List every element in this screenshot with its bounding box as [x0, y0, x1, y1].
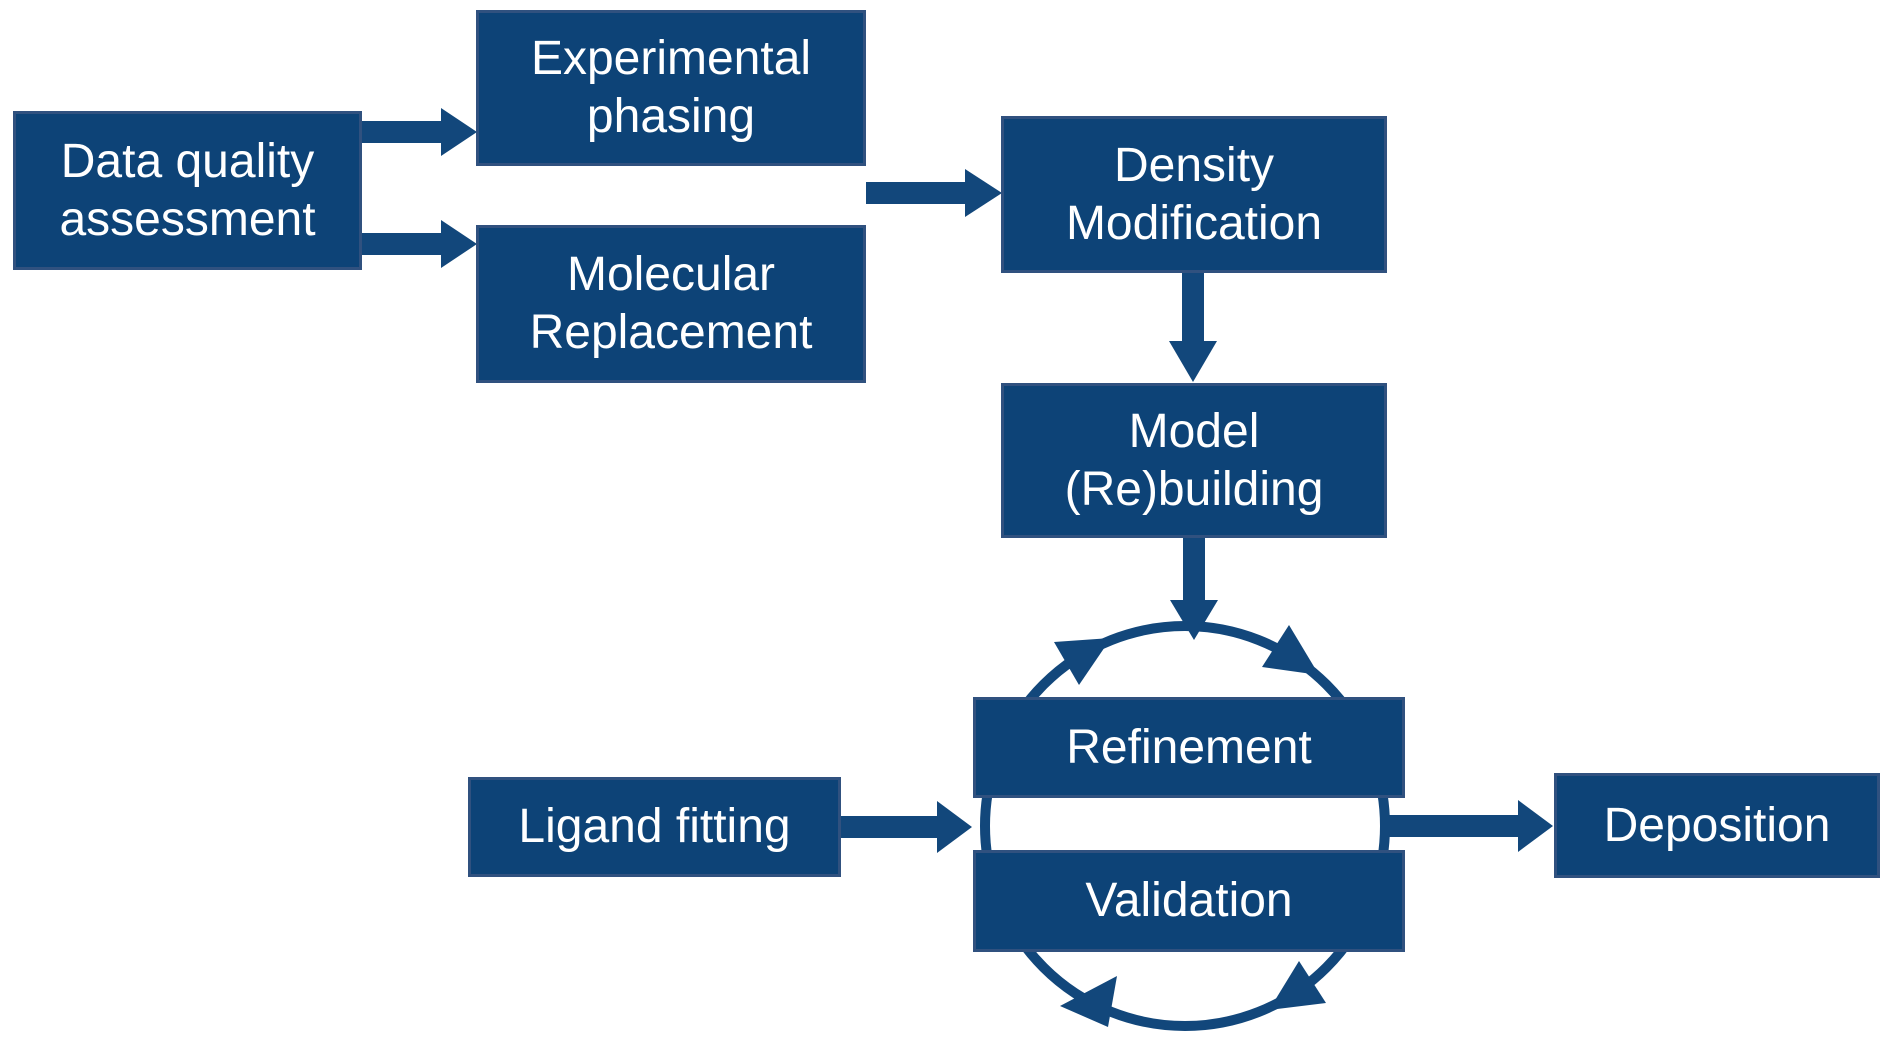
node-validation: Validation: [973, 850, 1405, 952]
arrow-dqa-to-molecular-replacement: [362, 220, 477, 268]
cycle-circle: [980, 621, 1390, 1031]
arrow-density-modification-to-model-rebuilding: [1169, 273, 1217, 382]
arrow-cycle-to-deposition: [1386, 800, 1553, 852]
cycle-arrowhead-top-right-icon: [1262, 625, 1319, 675]
node-ligand-fitting: Ligand fitting: [468, 777, 841, 877]
node-data-quality-assessment: Data quality assessment: [13, 111, 362, 270]
cycle-arrowhead-bottom-left-icon: [1060, 976, 1117, 1027]
arrow-model-rebuilding-to-cycle: [1170, 538, 1218, 640]
node-deposition: Deposition: [1554, 773, 1880, 878]
arrow-ligand-fitting-to-cycle: [841, 801, 972, 853]
node-molecular-replacement: Molecular Replacement: [476, 225, 866, 383]
node-experimental-phasing: Experimental phasing: [476, 10, 866, 166]
arrow-phasing-to-density-modification: [866, 169, 1002, 217]
cycle-arrowhead-top-left-icon: [1054, 638, 1111, 685]
arrow-dqa-to-experimental-phasing: [362, 108, 477, 156]
node-model-rebuilding: Model (Re)building: [1001, 383, 1387, 538]
refinement-validation-cycle: [980, 621, 1390, 1031]
node-refinement: Refinement: [973, 697, 1405, 798]
node-density-modification: Density Modification: [1001, 116, 1387, 273]
cycle-arrowhead-bottom-right-icon: [1269, 961, 1326, 1010]
